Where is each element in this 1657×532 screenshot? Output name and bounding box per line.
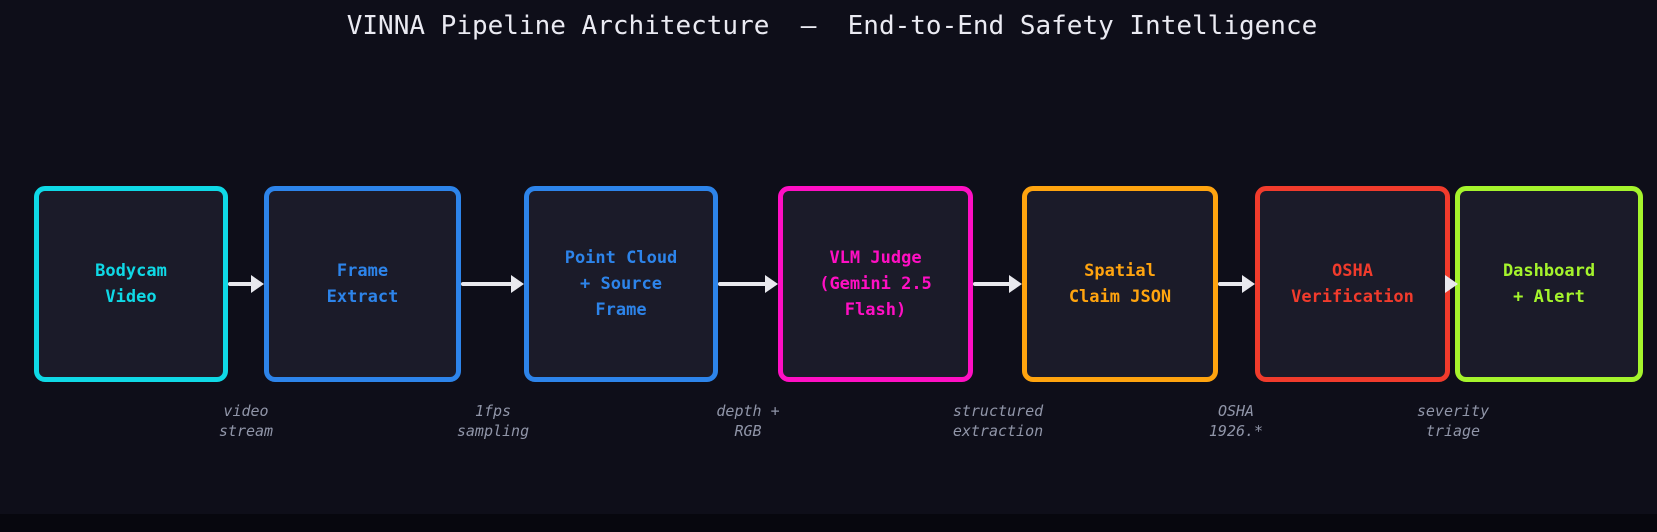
arrow-shaft: [1218, 282, 1246, 286]
arrow-shaft: [718, 282, 769, 286]
node-frame-extract: Frame Extract: [264, 186, 461, 382]
arrow-head-icon: [251, 275, 264, 293]
arrow-head-icon: [765, 275, 778, 293]
flow-arrow: [973, 275, 1022, 293]
diagram-title: VINNA Pipeline Architecture — End-to-End…: [346, 11, 1318, 41]
node-dashboard-alert: Dashboard + Alert: [1455, 186, 1643, 382]
node-osha-verification: OSHA Verification: [1255, 186, 1450, 382]
flow-arrow: [228, 275, 264, 293]
node-label: OSHA Verification: [1291, 261, 1414, 307]
edge-label-1fps-sampling: 1fps sampling: [456, 402, 530, 440]
arrow-head-icon: [511, 275, 524, 293]
edge-label-severity-triage: severity triage: [1416, 402, 1490, 440]
node-label: Bodycam Video: [95, 261, 167, 307]
edge-label-structured-extraction: structured extraction: [952, 402, 1044, 440]
node-bodycam-video: Bodycam Video: [34, 186, 228, 382]
node-label: Spatial Claim JSON: [1068, 261, 1172, 307]
arrow-shaft: [228, 282, 255, 286]
arrow-head-icon: [1242, 275, 1255, 293]
arrow-shaft: [973, 282, 1013, 286]
node-vlm-judge: VLM Judge (Gemini 2.5 Flash): [778, 186, 973, 382]
node-spatial-claim-json: Spatial Claim JSON: [1022, 186, 1218, 382]
node-label: VLM Judge (Gemini 2.5 Flash): [819, 248, 932, 320]
edge-label-osha-1926: OSHA 1926.*: [1208, 402, 1264, 440]
flow-arrow: [718, 275, 778, 293]
arrow-head-icon: [1009, 275, 1022, 293]
node-label: Dashboard + Alert: [1502, 261, 1596, 307]
footer-strip: [0, 514, 1657, 532]
edge-label-depth-rgb: depth + RGB: [716, 402, 780, 440]
flow-arrow: [1442, 275, 1458, 293]
node-label: Frame Extract: [326, 261, 399, 307]
node-point-cloud-source-frame: Point Cloud + Source Frame: [524, 186, 718, 382]
arrow-shaft: [461, 282, 515, 286]
arrow-head-icon: [1445, 275, 1458, 293]
flow-arrow: [461, 275, 524, 293]
flow-arrow: [1218, 275, 1255, 293]
node-label: Point Cloud + Source Frame: [564, 248, 678, 320]
edge-label-video-stream: video stream: [218, 402, 274, 440]
